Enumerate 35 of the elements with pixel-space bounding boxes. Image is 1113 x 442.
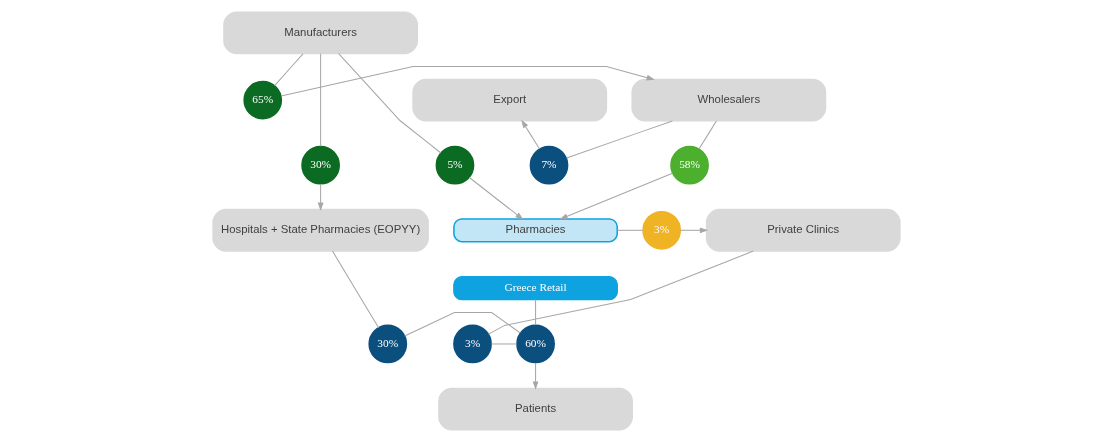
connector — [404, 311, 521, 337]
connector — [488, 250, 754, 335]
arrow — [280, 66, 655, 97]
node-circle: 65% — [243, 80, 283, 120]
connector — [490, 343, 518, 345]
connector — [331, 250, 380, 329]
node-circle: 7% — [529, 145, 569, 185]
connector — [698, 120, 717, 150]
node-box: Pharmacies — [453, 218, 618, 243]
connector — [274, 53, 304, 87]
arrow — [559, 172, 673, 220]
node-circle: 58% — [670, 145, 709, 185]
node-box: Patients — [438, 387, 633, 431]
node-circle: 60% — [516, 324, 555, 364]
arrow — [532, 362, 539, 390]
node-box: Export — [412, 78, 608, 122]
connector — [616, 229, 644, 231]
connector — [338, 53, 442, 154]
node-box: Hospitals + State Pharmacies (EOPYY) — [212, 208, 429, 252]
node-box: Greece Retail — [453, 276, 618, 301]
node-circle: 3% — [642, 210, 682, 250]
node-box: Wholesalers — [631, 78, 827, 122]
connector — [566, 120, 673, 159]
node-circle: 5% — [435, 145, 475, 185]
connector — [535, 299, 537, 326]
arrow — [521, 119, 540, 150]
connector — [320, 53, 322, 147]
node-box: Manufacturers — [223, 11, 418, 55]
arrow — [679, 227, 709, 234]
node-circle: 3% — [453, 324, 492, 364]
arrow — [317, 183, 324, 211]
node-circle: 30% — [301, 145, 340, 185]
node-box: Private Clinics — [705, 208, 901, 252]
arrow — [468, 177, 524, 220]
node-circle: 30% — [368, 324, 408, 364]
